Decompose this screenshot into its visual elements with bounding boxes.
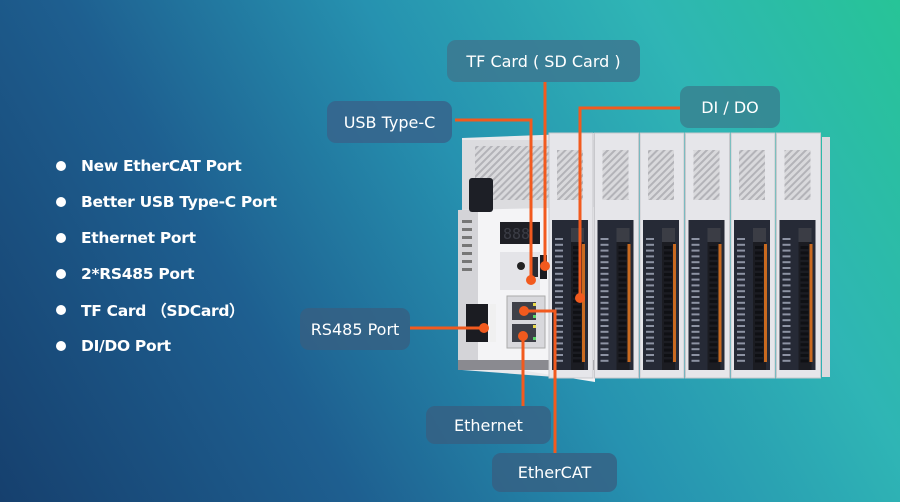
- leader-line-ethercat: [524, 309, 557, 453]
- expansion-module: [685, 132, 730, 379]
- end-cap: [822, 137, 830, 377]
- bullet-icon: [56, 341, 66, 351]
- svg-text:888: 888: [503, 225, 530, 243]
- battery-cover: [469, 178, 493, 212]
- bullet-icon: [56, 197, 66, 207]
- leader-lines: [410, 82, 680, 453]
- callout-ethernet: Ethernet: [426, 406, 551, 444]
- expansion-module: [594, 132, 639, 379]
- feature-item: Ethernet Port: [56, 220, 277, 256]
- expansion-module: [776, 132, 821, 379]
- leader-line-dido: [578, 106, 680, 298]
- usb-c-port: [530, 257, 538, 277]
- status-leds: [462, 220, 472, 271]
- expansion-modules: [548, 132, 830, 379]
- callout-di-do: DI / DO: [680, 86, 780, 128]
- callout-rs485: RS485 Port: [300, 308, 410, 350]
- leader-line-usb: [455, 118, 533, 280]
- bullet-icon: [56, 161, 66, 171]
- expansion-module: [639, 132, 685, 379]
- feature-item: DI/DO Port: [56, 328, 277, 364]
- feature-item: New EtherCAT Port: [56, 148, 277, 184]
- callout-tf-card: TF Card ( SD Card ): [447, 40, 640, 82]
- callout-usb-type-c: USB Type-C: [327, 101, 452, 143]
- feature-list: New EtherCAT Port Better USB Type-C Port…: [56, 148, 277, 364]
- bullet-icon: [56, 233, 66, 243]
- rs485-terminal: [466, 304, 488, 342]
- leader-dots: [479, 261, 585, 341]
- bullet-icon: [56, 305, 66, 315]
- feature-item: Better USB Type-C Port: [56, 184, 277, 220]
- callout-ethercat: EtherCAT: [492, 453, 617, 492]
- feature-item: TF Card （SDCard）: [56, 292, 277, 328]
- bullet-icon: [56, 269, 66, 279]
- expansion-module: [730, 132, 776, 379]
- feature-item: 2*RS485 Port: [56, 256, 277, 292]
